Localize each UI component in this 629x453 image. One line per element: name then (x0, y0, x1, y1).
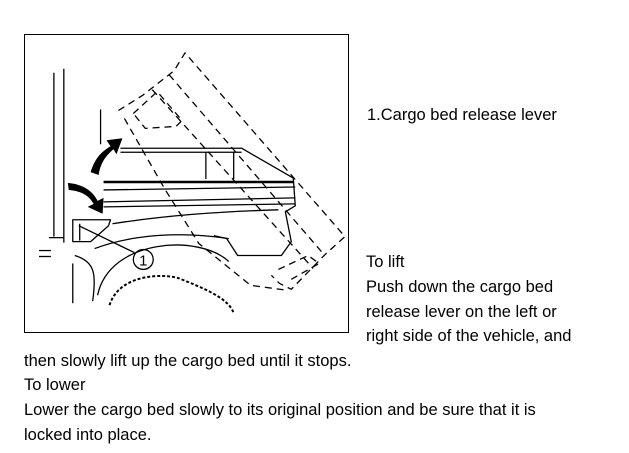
to-lower-heading: To lower (24, 376, 86, 394)
callout-1: 1 (132, 248, 154, 271)
raised-bed-outline (118, 52, 346, 291)
lower-line-2: locked into place. (24, 426, 152, 444)
cab-pillar (38, 68, 102, 258)
svg-text:1: 1 (139, 253, 147, 269)
to-lift-heading: To lift (366, 253, 405, 271)
lift-arrows (67, 138, 123, 214)
bed-body (72, 147, 296, 257)
lift-line-4: then slowly lift up the cargo bed until … (24, 352, 352, 370)
lift-line-2: release lever on the left or (366, 303, 557, 321)
legend-item-release-lever: 1.Cargo bed release lever (367, 106, 557, 124)
lift-line-1: Push down the cargo bed (366, 278, 554, 296)
cargo-bed-illustration: 1 (24, 34, 349, 333)
wheel (72, 244, 235, 314)
lower-line-1: Lower the cargo bed slowly to its origin… (24, 401, 536, 419)
lift-line-3: right side of the vehicle, and (366, 327, 572, 345)
